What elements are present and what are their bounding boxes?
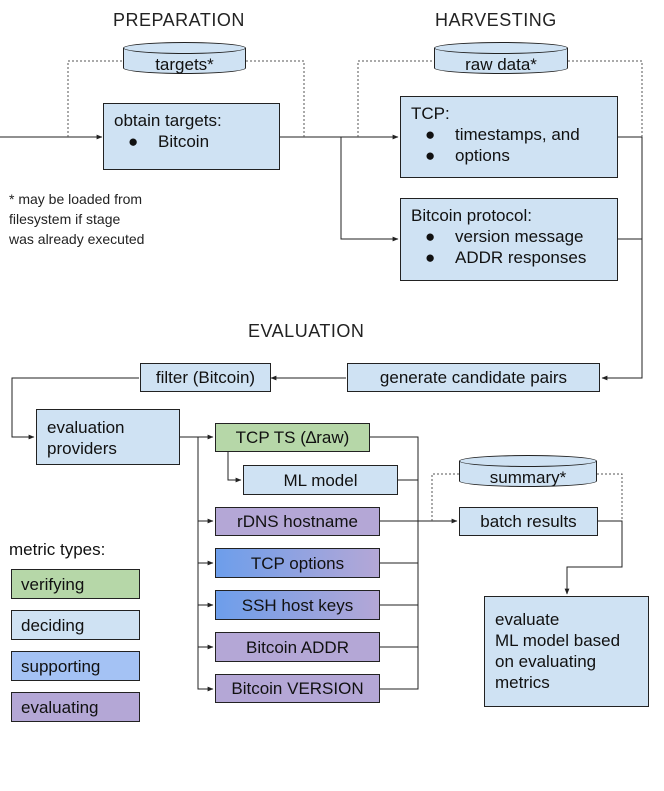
legend-evaluating: evaluating bbox=[11, 692, 140, 722]
tcp-item: options bbox=[455, 146, 510, 165]
evaluate-line: on evaluating bbox=[495, 652, 597, 671]
bitcoin-protocol-item: ADDR responses bbox=[455, 248, 587, 267]
metric-ssh-keys-box: SSH host keys bbox=[215, 590, 380, 620]
evaluate-ml-model-box: evaluate ML model based on evaluating me… bbox=[484, 596, 649, 707]
legend-supporting: supporting bbox=[11, 651, 140, 681]
generate-pairs-box: generate candidate pairs bbox=[347, 363, 600, 392]
section-heading-harvesting: HARVESTING bbox=[435, 10, 557, 30]
bitcoin-protocol-item: version message bbox=[455, 227, 584, 246]
metric-ml-model-box: ML model bbox=[243, 465, 398, 495]
store-summary: summary* bbox=[459, 455, 597, 495]
batch-results-box: batch results bbox=[459, 507, 598, 536]
cache-note: * may be loaded from filesystem if stage… bbox=[9, 189, 144, 249]
metric-tcp-ts-box: TCP TS (∆raw) bbox=[215, 423, 370, 452]
legend-verifying: verifying bbox=[11, 569, 140, 599]
store-targets: targets* bbox=[123, 42, 246, 82]
cache-note-line: was already executed bbox=[9, 231, 145, 247]
legend-deciding: deciding bbox=[11, 610, 140, 640]
bitcoin-protocol-box: Bitcoin protocol: ● version message ● ADDR… bbox=[400, 198, 618, 281]
bullet: ● bbox=[425, 125, 436, 144]
obtain-targets-box: obtain targets: ● Bitcoin bbox=[103, 103, 280, 170]
metric-bitcoin-addr-box: Bitcoin ADDR bbox=[215, 632, 380, 662]
evaluation-providers-line: providers bbox=[47, 439, 117, 458]
tcp-title: TCP: bbox=[411, 104, 450, 123]
store-summary-label: summary* bbox=[489, 468, 567, 487]
tcp-harvest-box: TCP: ● timestamps, and ● options bbox=[400, 96, 618, 178]
obtain-targets-title: obtain targets: bbox=[114, 111, 222, 130]
evaluate-line: ML model based bbox=[495, 631, 621, 650]
tcp-item: timestamps, and bbox=[455, 125, 580, 144]
evaluate-line: metrics bbox=[495, 673, 550, 692]
bullet: ● bbox=[425, 227, 436, 246]
obtain-target-item: Bitcoin bbox=[158, 132, 210, 151]
cache-note-line: * may be loaded from bbox=[9, 191, 143, 207]
legend-title: metric types: bbox=[9, 540, 106, 559]
bullet: ● bbox=[425, 248, 436, 267]
evaluate-line: evaluate bbox=[495, 610, 560, 629]
metric-tcp-options-box: TCP options bbox=[215, 548, 380, 578]
store-targets-label: targets* bbox=[155, 55, 214, 74]
bullet: ● bbox=[425, 146, 436, 165]
evaluation-providers-box: evaluation providers bbox=[36, 409, 180, 465]
bullet: ● bbox=[128, 132, 139, 151]
store-raw-data-label: raw data* bbox=[465, 55, 537, 74]
evaluation-providers-line: evaluation bbox=[47, 418, 125, 437]
filter-bitcoin-box: filter (Bitcoin) bbox=[140, 363, 271, 392]
metric-rdns-box: rDNS hostname bbox=[215, 507, 380, 536]
cache-note-line: filesystem if stage bbox=[9, 211, 121, 227]
store-raw-data: raw data* bbox=[434, 42, 568, 82]
metric-bitcoin-version-box: Bitcoin VERSION bbox=[215, 674, 380, 703]
bitcoin-protocol-title: Bitcoin protocol: bbox=[411, 206, 532, 225]
section-heading-preparation: PREPARATION bbox=[113, 10, 245, 30]
section-heading-evaluation: EVALUATION bbox=[248, 321, 365, 341]
